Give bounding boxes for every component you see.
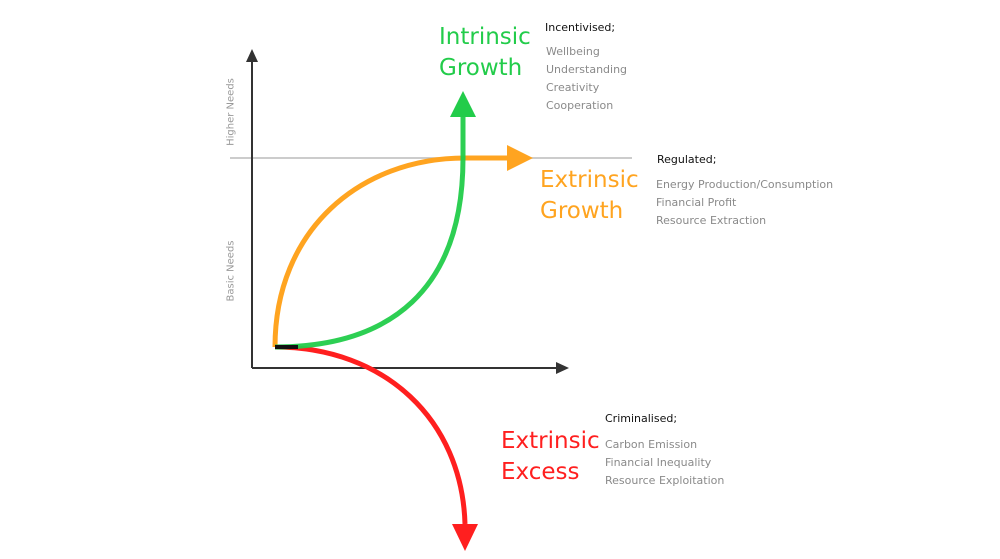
y-axis-label-basic: Basic Needs [225, 240, 237, 302]
intrinsic-growth-title: Intrinsic Growth [439, 22, 531, 84]
extrinsic-growth-heading: Regulated; [657, 153, 717, 166]
list-item: Resource Extraction [656, 214, 767, 227]
list-item: Creativity [546, 81, 600, 94]
extrinsic-excess-list: Carbon Emission Financial Inequality Res… [605, 436, 724, 490]
extrinsic-excess-heading: Criminalised; [605, 412, 678, 425]
title-line: Growth [439, 55, 523, 81]
x-axis-arrow-icon [556, 362, 569, 374]
extrinsic-growth-list: Energy Production/Consumption Financial … [656, 176, 833, 230]
y-axis-arrow-icon [246, 49, 258, 62]
intrinsic-list: Wellbeing Understanding Creativity Coope… [546, 43, 627, 115]
extrinsic-excess-title: Extrinsic Excess [501, 426, 600, 488]
list-item: Cooperation [546, 99, 614, 112]
title-line: Extrinsic [540, 167, 639, 193]
extrinsic-growth-title: Extrinsic Growth [540, 165, 639, 227]
y-axis-label-higher: Higher Needs [225, 78, 237, 146]
intrinsic-heading: Incentivised; [545, 21, 616, 34]
title-line: Excess [501, 459, 580, 485]
intrinsic-growth-arrow-icon [450, 91, 476, 117]
list-item: Financial Inequality [605, 456, 712, 469]
list-item: Energy Production/Consumption [656, 178, 834, 191]
list-item: Financial Profit [656, 196, 737, 209]
extrinsic-growth-curve [272, 155, 510, 348]
intrinsic-growth-curve [274, 116, 466, 350]
extrinsic-excess-curve [274, 344, 468, 525]
list-item: Wellbeing [546, 45, 600, 58]
list-item: Carbon Emission [605, 438, 698, 451]
list-item: Understanding [546, 63, 628, 76]
extrinsic-growth-arrow-icon [507, 145, 533, 171]
list-item: Resource Exploitation [605, 474, 725, 487]
title-line: Extrinsic [501, 428, 600, 454]
extrinsic-excess-arrow-icon [452, 524, 478, 551]
title-line: Intrinsic [439, 24, 531, 50]
title-line: Growth [540, 198, 624, 224]
